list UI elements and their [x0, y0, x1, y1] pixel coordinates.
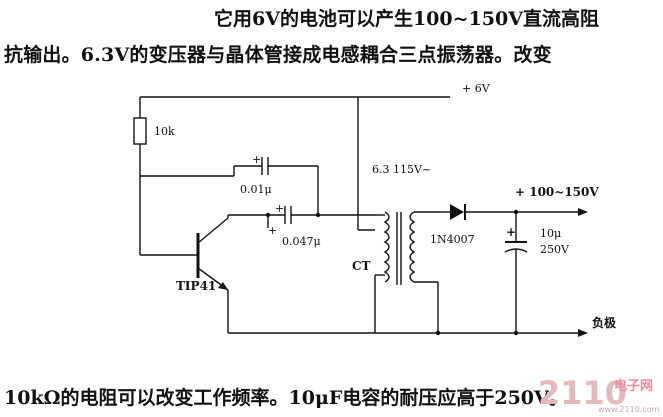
diode-1n4007 [450, 204, 464, 220]
watermark-url: www.2110.com [598, 405, 660, 414]
diode-label: 1N4007 [430, 233, 475, 246]
ground-label: 负极 [592, 315, 617, 330]
svg-text:+: + [506, 225, 516, 239]
site-watermark: 2110 电子网 www.2110.com [538, 374, 660, 414]
transformer-primary [383, 211, 390, 283]
output-label: + 100~150V [515, 185, 599, 199]
resistor-label: 10k [154, 125, 175, 138]
capacitor-0p047-label: 0.047μ [282, 235, 321, 248]
description-line-1: 它用6V的电池可以产生100~150V直流高阻 [214, 8, 599, 30]
description-line-2: 抗输出。6.3V的变压器与晶体管接成电感耦合三点振荡器。改变 [4, 44, 552, 66]
svg-text:+: + [252, 153, 261, 166]
capacitor-10u-value: 10μ [540, 227, 561, 240]
supply-label: + 6V [462, 82, 491, 95]
watermark-name: 电子网 [614, 378, 653, 394]
watermark-number: 2110 [538, 374, 627, 412]
transformer-tag: CT [352, 259, 371, 273]
transformer-label: 6.3 115V~ [372, 163, 431, 176]
resistor-10k [133, 117, 147, 145]
svg-text:+: + [268, 224, 277, 237]
transistor-collector [197, 217, 229, 244]
svg-text:+: + [275, 202, 284, 215]
capacitor-10u-voltage: 250V [540, 243, 570, 256]
transistor-label: TIP41 [176, 279, 216, 293]
capacitor-0p01-label: 0.01μ [240, 183, 272, 196]
transformer-secondary [409, 211, 416, 283]
description-line-3: 10kΩ的电阻可以改变工作频率。10μF电容的耐压应高于250V。 [4, 387, 568, 409]
